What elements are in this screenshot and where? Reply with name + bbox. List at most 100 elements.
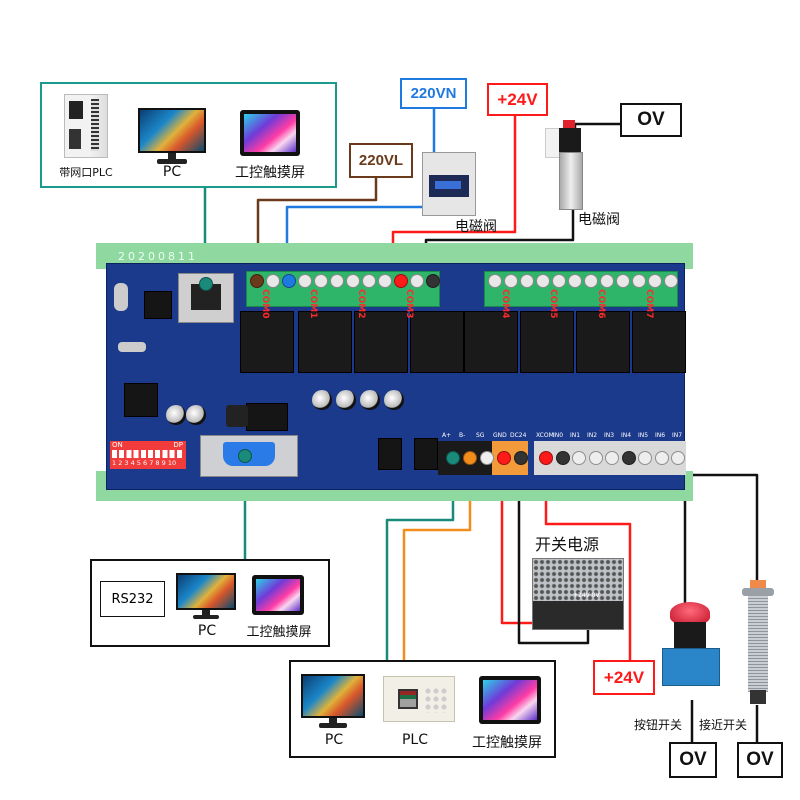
capacitor bbox=[166, 405, 186, 425]
plc-label: PLC bbox=[401, 732, 429, 748]
comm-terminal-screw[interactable] bbox=[446, 451, 460, 465]
terminal-screw[interactable] bbox=[520, 274, 534, 288]
terminal-screw[interactable] bbox=[584, 274, 598, 288]
relay-com-label: COM0 bbox=[260, 289, 270, 319]
capacitor bbox=[336, 390, 356, 410]
input-terminal-screw[interactable] bbox=[671, 451, 685, 465]
tag-plus24v-top: +24V bbox=[487, 83, 548, 116]
relay-com-label: COM6 bbox=[596, 289, 606, 319]
plc-label: 带网口PLC bbox=[59, 166, 113, 179]
processor-chip bbox=[124, 383, 158, 417]
terminal-screw[interactable] bbox=[536, 274, 550, 288]
terminal-label: IN4 bbox=[621, 432, 632, 439]
psu-terminal-label: +24V 0V bbox=[573, 592, 600, 599]
tag-220vl: 220VL bbox=[349, 143, 413, 178]
terminal-label: XCOM bbox=[536, 432, 554, 439]
terminal-screw[interactable] bbox=[488, 274, 502, 288]
relay-com-label: COM4 bbox=[500, 289, 510, 319]
plc-icon bbox=[383, 676, 455, 722]
terminal-label: IN6 bbox=[655, 432, 666, 439]
capacitor bbox=[312, 390, 332, 410]
terminal-label: SG bbox=[476, 432, 485, 439]
dip-dp-label: DP bbox=[173, 441, 183, 449]
terminal-screw[interactable] bbox=[632, 274, 646, 288]
input-terminal-screw[interactable] bbox=[572, 451, 586, 465]
terminal-label: IN2 bbox=[587, 432, 598, 439]
wire-connection-dot bbox=[250, 274, 264, 288]
input-terminal-screw[interactable] bbox=[555, 451, 570, 465]
input-terminal-screw[interactable] bbox=[638, 451, 652, 465]
terminal-screw[interactable] bbox=[378, 274, 392, 288]
input-terminal-screw[interactable] bbox=[588, 451, 603, 465]
tag-ov-button: OV bbox=[669, 742, 717, 778]
pc-label: PC bbox=[162, 164, 182, 180]
relay bbox=[410, 311, 464, 373]
terminal-screw[interactable] bbox=[346, 274, 360, 288]
terminal-screw[interactable] bbox=[330, 274, 344, 288]
terminal-screw[interactable] bbox=[648, 274, 662, 288]
tag-220vn: 220VN bbox=[400, 78, 467, 109]
touchscreen-icon bbox=[240, 110, 300, 156]
relay bbox=[520, 311, 574, 373]
inductor bbox=[226, 405, 248, 427]
terminal-screw[interactable] bbox=[314, 274, 328, 288]
relay-com-label: COM1 bbox=[308, 289, 318, 319]
sensor-label: 接近开关 bbox=[699, 718, 748, 732]
monitor-icon bbox=[301, 674, 365, 730]
relay bbox=[576, 311, 630, 373]
terminal-screw[interactable] bbox=[504, 274, 518, 288]
input-terminal-screw[interactable] bbox=[539, 451, 553, 465]
touchscreen-icon bbox=[479, 676, 541, 724]
comm-terminal-screw[interactable] bbox=[463, 451, 477, 465]
touchscreen-label: 工控触摸屏 bbox=[472, 735, 542, 751]
rs232-label: RS232 bbox=[111, 591, 154, 607]
relay bbox=[632, 311, 686, 373]
tag-ov-sensor: OV bbox=[737, 742, 783, 778]
solenoid-valve-icon bbox=[545, 120, 595, 210]
comm-terminal-screw[interactable] bbox=[480, 451, 494, 465]
relay-com-label: COM5 bbox=[548, 289, 558, 319]
input-terminal-screw[interactable] bbox=[654, 451, 669, 465]
terminal-screw[interactable] bbox=[664, 274, 678, 288]
terminal-label: GND bbox=[493, 432, 507, 439]
terminal-screw[interactable] bbox=[298, 274, 312, 288]
switching-psu-icon: +24V 0V bbox=[532, 558, 624, 630]
touchscreen-icon bbox=[252, 575, 304, 615]
touchscreen-label: 工控触摸屏 bbox=[246, 625, 312, 640]
comm-terminal-screw[interactable] bbox=[497, 451, 511, 465]
terminal-screw[interactable] bbox=[600, 274, 614, 288]
wire-dc24-gnd bbox=[517, 460, 590, 645]
terminal-screw[interactable] bbox=[410, 274, 424, 288]
terminal-label: IN7 bbox=[672, 432, 683, 439]
terminal-screw[interactable] bbox=[266, 274, 280, 288]
valve-label: 电磁阀 bbox=[578, 212, 620, 228]
rs485-devices-group: PC PLC 工控触摸屏 bbox=[289, 660, 556, 758]
pc-label: PC bbox=[324, 732, 344, 748]
terminal-screw[interactable] bbox=[568, 274, 582, 288]
monitor-icon bbox=[138, 108, 206, 166]
input-terminal-screw[interactable] bbox=[605, 451, 619, 465]
dip-switch[interactable]: ON DP 1 2 3 4 5 6 7 8 9 10 bbox=[110, 441, 186, 469]
contactor-label: 电磁阀 bbox=[455, 219, 497, 235]
tag-plus24v-bottom: +24V bbox=[593, 660, 655, 695]
terminal-screw[interactable] bbox=[616, 274, 630, 288]
comm-terminal-screw[interactable] bbox=[514, 451, 528, 465]
transceiver-chip-1 bbox=[414, 438, 438, 470]
ethernet-devices-group: 带网口PLC PC 工控触摸屏 bbox=[40, 82, 337, 188]
rs232-devices-group: RS232 PC 工控触摸屏 bbox=[90, 559, 330, 647]
input-terminal-screw[interactable] bbox=[621, 451, 636, 465]
dip-on-label: ON bbox=[112, 441, 123, 449]
push-button-icon bbox=[662, 602, 722, 698]
terminal-label: A+ bbox=[442, 432, 452, 439]
rs232-label-box: RS232 bbox=[100, 581, 165, 617]
db9-rs232-port[interactable] bbox=[200, 435, 298, 477]
ethernet-connection-dot bbox=[199, 277, 213, 291]
relay bbox=[354, 311, 408, 373]
touchscreen-label: 工控触摸屏 bbox=[235, 165, 305, 181]
terminal-label: IN3 bbox=[604, 432, 615, 439]
psu-label: 开关电源 bbox=[535, 535, 600, 554]
capacitor bbox=[186, 405, 206, 425]
terminal-screw[interactable] bbox=[362, 274, 376, 288]
terminal-screw[interactable] bbox=[552, 274, 566, 288]
dip-numbers: 1 2 3 4 5 6 7 8 9 10 bbox=[112, 459, 177, 467]
